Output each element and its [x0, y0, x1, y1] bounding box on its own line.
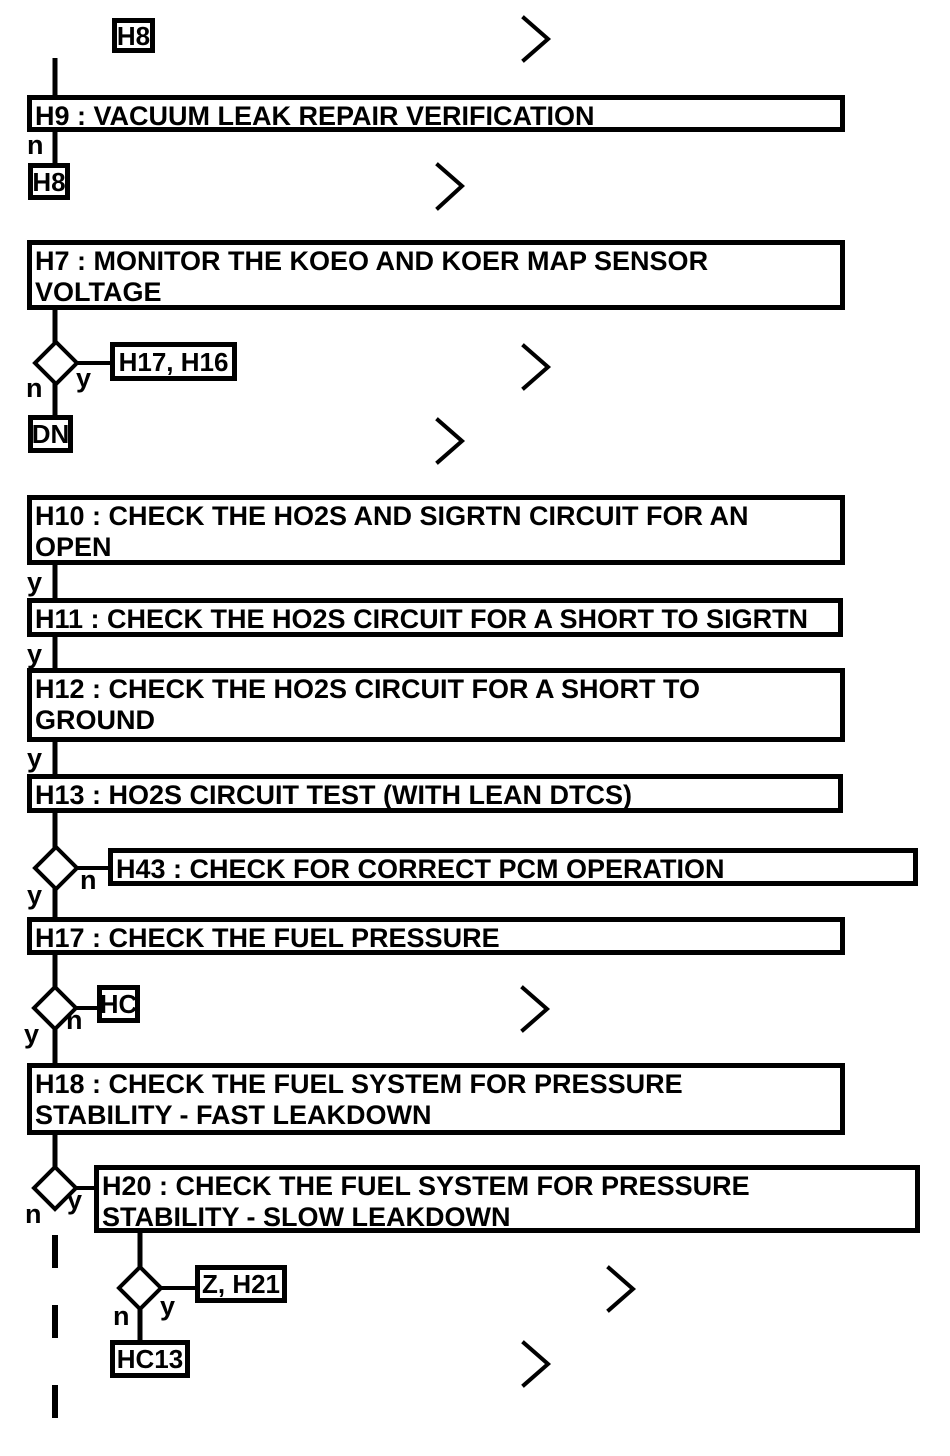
branch-label-y: y: [160, 1291, 176, 1321]
process-box-h9: H9 : VACUUM LEAK REPAIR VERIFICATION: [27, 95, 845, 132]
offpage-chevron-icon: [521, 15, 552, 63]
process-box-text: VOLTAGE: [35, 277, 162, 307]
offpage-chevron-icon: [521, 343, 552, 391]
process-box-text: OPEN: [35, 532, 112, 562]
process-box-h12: H12 : CHECK THE HO2S CIRCUIT FOR A SHORT…: [27, 668, 845, 742]
process-box-h13: H13 : HO2S CIRCUIT TEST (WITH LEAN DTCS): [27, 774, 843, 813]
branch-label-y: y: [27, 743, 43, 773]
branch-label-n: n: [27, 130, 44, 160]
ref-box-z-h21: Z, H21: [195, 1265, 287, 1303]
offpage-chevron-icon: [521, 1340, 552, 1388]
process-box-h10: H10 : CHECK THE HO2S AND SIGRTN CIRCUIT …: [27, 495, 845, 565]
decision-diamond-h18: [31, 1164, 79, 1212]
offpage-chevron-icon: [435, 162, 465, 211]
offpage-chevron-icon: [520, 985, 551, 1033]
ref-box-dn: DN: [28, 415, 73, 453]
process-box-h11: H11 : CHECK THE HO2S CIRCUIT FOR A SHORT…: [27, 598, 843, 637]
process-box-text: STABILITY - FAST LEAKDOWN: [35, 1100, 432, 1130]
decision-diamond-h20: [116, 1264, 164, 1312]
offpage-chevron-icon: [435, 417, 466, 465]
branch-label-n: n: [80, 865, 97, 895]
ref-box-h17-h16: H17, H16: [110, 342, 237, 381]
branch-label-y: y: [76, 363, 92, 393]
process-box-h43: H43 : CHECK FOR CORRECT PCM OPERATION: [108, 848, 918, 886]
process-box-text: H10 : CHECK THE HO2S AND SIGRTN CIRCUIT …: [35, 501, 749, 531]
process-box-text: H18 : CHECK THE FUEL SYSTEM FOR PRESSURE: [35, 1069, 683, 1099]
process-box-h7: H7 : MONITOR THE KOEO AND KOER MAP SENSO…: [27, 240, 845, 310]
branch-label-n: n: [113, 1301, 130, 1331]
decision-diamond-h13: [32, 844, 80, 892]
ref-box-h8-top: H8: [112, 18, 155, 53]
process-box-text: H43 : CHECK FOR CORRECT PCM OPERATION: [116, 854, 725, 884]
process-box-text: H12 : CHECK THE HO2S CIRCUIT FOR A SHORT…: [35, 674, 701, 704]
branch-label-y: y: [24, 1019, 40, 1049]
process-box-text: GROUND: [35, 705, 155, 735]
process-box-text: H7 : MONITOR THE KOEO AND KOER MAP SENSO…: [35, 246, 709, 276]
branch-label-n: n: [25, 1199, 42, 1229]
process-box-h20: H20 : CHECK THE FUEL SYSTEM FOR PRESSURE…: [94, 1165, 920, 1233]
process-box-text: H9 : VACUUM LEAK REPAIR VERIFICATION: [35, 101, 595, 131]
process-box-h17: H17 : CHECK THE FUEL PRESSURE: [27, 917, 845, 955]
branch-label-y: y: [27, 639, 43, 669]
ref-box-h8-side: H8: [28, 163, 70, 200]
decision-diamond-h17: [31, 984, 79, 1032]
branch-label-y: y: [67, 1185, 83, 1215]
branch-label-y: y: [27, 567, 43, 597]
process-box-text: STABILITY - SLOW LEAKDOWN: [102, 1202, 511, 1232]
decision-diamond-h7: [32, 339, 80, 387]
process-box-text: H11 : CHECK THE HO2S CIRCUIT FOR A SHORT…: [35, 604, 809, 634]
process-box-h18: H18 : CHECK THE FUEL SYSTEM FOR PRESSURE…: [27, 1063, 845, 1135]
process-box-text: H13 : HO2S CIRCUIT TEST (WITH LEAN DTCS): [35, 780, 633, 810]
process-box-text: H17 : CHECK THE FUEL PRESSURE: [35, 923, 500, 953]
process-box-text: H20 : CHECK THE FUEL SYSTEM FOR PRESSURE: [102, 1171, 750, 1201]
ref-box-hc13: HC13: [110, 1340, 190, 1378]
ref-box-hc: HC: [97, 985, 140, 1023]
offpage-chevron-icon: [606, 1265, 637, 1313]
branch-label-n: n: [66, 1005, 83, 1035]
branch-label-n: n: [26, 373, 43, 403]
branch-label-y: y: [27, 880, 43, 910]
